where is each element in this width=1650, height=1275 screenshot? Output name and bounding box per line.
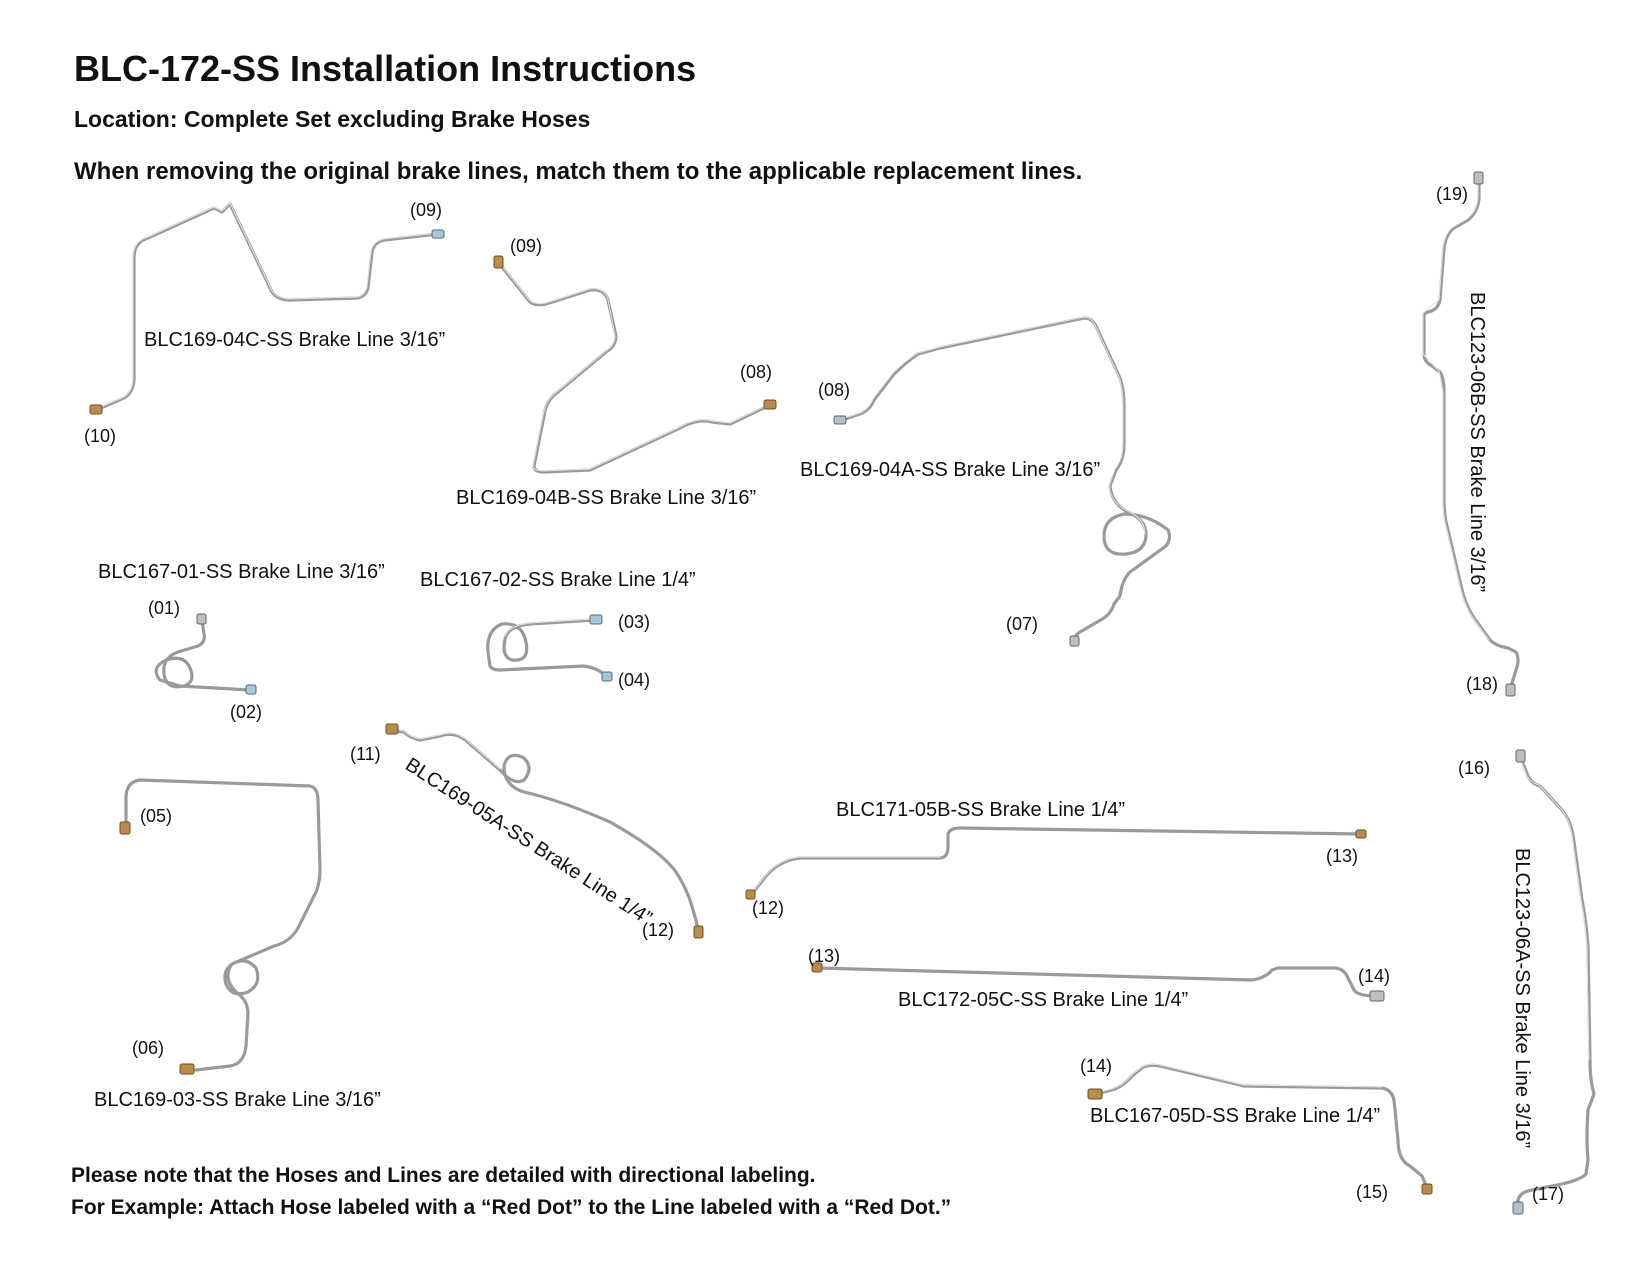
fitting-icon — [1505, 683, 1516, 697]
brake-line-blc123-06a: BLC123-06A-SS Brake Line 3/16” (16) (17) — [1458, 749, 1596, 1215]
brake-line-blc169-04a: BLC169-04A-SS Brake Line 3/16” (08) (07) — [800, 316, 1172, 647]
fitting-icon — [1421, 1183, 1433, 1195]
fitting-icon — [385, 723, 399, 735]
red-dot-example-note: For Example: Attach Hose labeled with a … — [71, 1196, 952, 1219]
end-tag: (09) — [410, 200, 442, 220]
fitting-icon — [833, 415, 847, 425]
end-tag: (14) — [1358, 966, 1390, 986]
fitting-icon — [196, 613, 207, 625]
brake-line-blc171-05b: BLC171-05B-SS Brake Line 1/4” (12) (13) — [745, 799, 1367, 918]
tube-highlight — [751, 856, 941, 894]
tube-path — [124, 778, 322, 1072]
end-tag: (18) — [1466, 674, 1498, 694]
end-tag: (08) — [818, 380, 850, 400]
line-label: BLC123-06B-SS Brake Line 3/16” — [1466, 292, 1488, 592]
tube-path — [486, 618, 608, 678]
brake-line-blc167-02: BLC167-02-SS Brake Line 1/4” (03) (04) — [420, 569, 696, 690]
tube-highlight — [1518, 755, 1590, 1061]
fitting-icon — [431, 229, 445, 239]
end-tag: (02) — [230, 702, 262, 722]
tube-highlight — [1095, 1063, 1383, 1094]
fitting-icon — [493, 255, 504, 269]
end-tag: (17) — [1532, 1184, 1564, 1204]
end-tag: (03) — [618, 612, 650, 632]
fitting-icon — [1512, 1201, 1524, 1215]
tube-path — [816, 966, 1378, 998]
fitting-icon — [589, 614, 603, 625]
tube-path — [154, 618, 252, 692]
fitting-icon — [693, 925, 704, 939]
end-tag: (14) — [1080, 1056, 1112, 1076]
brake-line-blc169-03: BLC169-03-SS Brake Line 3/16” (05) (06) — [94, 778, 381, 1111]
end-tag: (12) — [752, 898, 784, 918]
line-label: BLC169-04B-SS Brake Line 3/16” — [456, 487, 756, 509]
brake-line-blc123-06b: BLC123-06B-SS Brake Line 3/16” (19) (18) — [1422, 171, 1520, 697]
brake-line-blc167-01: BLC167-01-SS Brake Line 3/16” (01) (02) — [98, 561, 385, 722]
tube-path — [1094, 1063, 1430, 1192]
brake-line-blc169-05a: BLC169-05A-SS Brake Line 1/4” (11) (12) — [350, 723, 704, 940]
tube-highlight — [1422, 177, 1490, 641]
tube-path — [750, 826, 1362, 896]
matching-instruction: When removing the original brake lines, … — [74, 158, 1083, 185]
directional-labeling-note: Please note that the Hoses and Lines are… — [71, 1164, 816, 1187]
location-subtitle: Location: Complete Set excluding Brake H… — [74, 106, 591, 132]
tube-path — [94, 202, 440, 412]
tube-highlight — [391, 728, 501, 770]
fitting-icon — [245, 684, 257, 695]
tube-path — [390, 728, 700, 932]
line-label: BLC167-05D-SS Brake Line 1/4” — [1090, 1105, 1380, 1127]
end-tag: (01) — [148, 598, 180, 618]
end-tag: (12) — [642, 920, 674, 940]
page-title: BLC-172-SS Installation Instructions — [74, 48, 697, 89]
fitting-icon — [1355, 829, 1367, 839]
tube-highlight — [497, 260, 769, 472]
fitting-icon — [1369, 990, 1385, 1002]
end-tag: (08) — [740, 362, 772, 382]
line-label: BLC172-05C-SS Brake Line 1/4” — [898, 989, 1188, 1011]
fitting-icon — [601, 671, 613, 682]
fitting-icon — [1515, 749, 1526, 763]
tube-path — [496, 260, 770, 474]
end-tag: (10) — [84, 426, 116, 446]
end-tag: (04) — [618, 670, 650, 690]
brake-line-blc169-04b: BLC169-04B-SS Brake Line 3/16” (09) (08) — [456, 236, 777, 509]
line-label: BLC169-04A-SS Brake Line 3/16” — [800, 459, 1100, 481]
line-label: BLC171-05B-SS Brake Line 1/4” — [836, 799, 1125, 821]
fitting-icon — [179, 1063, 195, 1075]
end-tag: (05) — [140, 806, 172, 826]
fitting-icon — [1087, 1088, 1103, 1100]
fitting-icon — [89, 404, 103, 415]
end-tag: (06) — [132, 1038, 164, 1058]
end-tag: (09) — [510, 236, 542, 256]
end-tag: (15) — [1356, 1182, 1388, 1202]
tube-path — [1422, 176, 1520, 692]
line-label: BLC123-06A-SS Brake Line 3/16” — [1511, 848, 1533, 1148]
tube-highlight — [504, 618, 595, 637]
line-label: BLC167-02-SS Brake Line 1/4” — [420, 569, 696, 591]
fitting-icon — [1473, 171, 1484, 185]
line-label: BLC169-05A-SS Brake Line 1/4” — [401, 754, 655, 930]
end-tag: (13) — [1326, 846, 1358, 866]
end-tag: (07) — [1006, 614, 1038, 634]
fitting-icon — [811, 962, 823, 973]
brake-line-blc169-04c: BLC169-04C-SS Brake Line 3/16” (09) (10) — [84, 200, 445, 446]
tube-path — [840, 316, 1172, 644]
fitting-icon — [745, 889, 756, 900]
fitting-icon — [119, 821, 131, 835]
end-tag: (16) — [1458, 758, 1490, 778]
line-label: BLC169-04C-SS Brake Line 3/16” — [144, 329, 445, 351]
fitting-icon — [1069, 635, 1080, 647]
line-label: BLC169-03-SS Brake Line 3/16” — [94, 1089, 381, 1111]
end-tag: (13) — [808, 946, 840, 966]
end-tag: (11) — [350, 744, 381, 764]
tube-highlight — [841, 316, 1146, 535]
brake-line-blc167-05d: BLC167-05D-SS Brake Line 1/4” (14) (15) — [1080, 1056, 1433, 1202]
end-tag: (19) — [1436, 184, 1468, 204]
fitting-icon — [763, 399, 777, 410]
tube-highlight — [95, 202, 439, 410]
line-label: BLC167-01-SS Brake Line 3/16” — [98, 561, 385, 583]
brake-line-blc172-05c: BLC172-05C-SS Brake Line 1/4” (13) (14) — [808, 946, 1390, 1011]
